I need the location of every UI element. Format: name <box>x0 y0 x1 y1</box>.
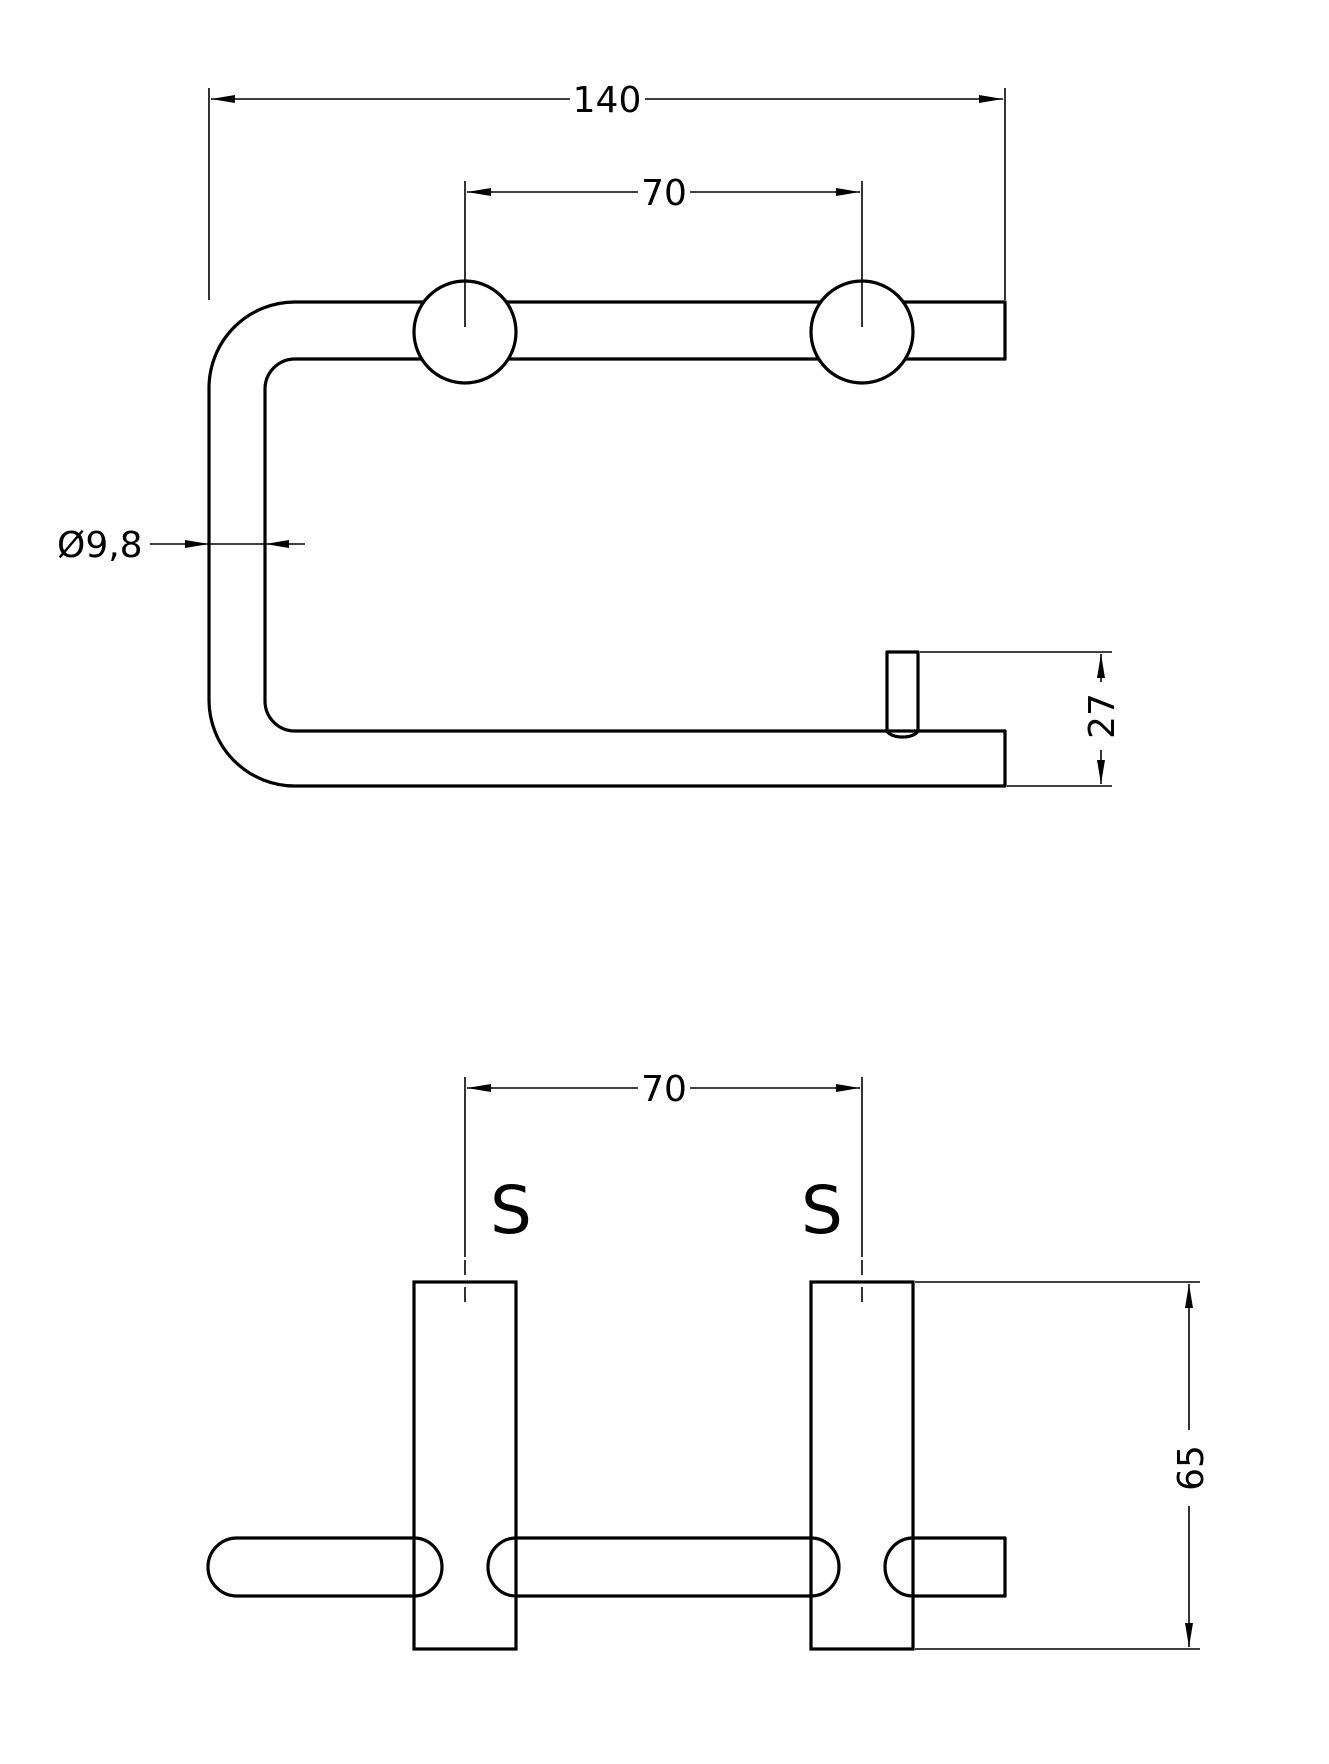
dimension-70-front-label: 70 <box>641 1069 687 1110</box>
wall-post-right-front <box>809 1280 915 1651</box>
wall-post-left-front <box>412 1280 518 1651</box>
dimension-overall-width: 140 <box>208 80 1006 300</box>
post-left-s-label: S <box>490 1172 532 1249</box>
end-stop-pin <box>885 650 920 739</box>
dimension-stop-height: 27 <box>920 651 1123 787</box>
dimension-post-spacing-front: 70 <box>464 1069 863 1257</box>
dimension-65-label: 65 <box>1171 1445 1212 1491</box>
rod-inner-contour <box>263 357 1007 733</box>
dimension-140-label: 140 <box>573 80 642 121</box>
rod-outer-contour <box>207 300 1007 788</box>
dimension-depth: 65 <box>915 1281 1212 1650</box>
dimension-post-spacing-top: 70 <box>464 173 863 327</box>
rod-left-end <box>206 1536 239 1598</box>
dimension-rod-diameter: Ø9,8 <box>57 525 305 566</box>
dimension-27-label: 27 <box>1082 693 1123 739</box>
front-view: S S 70 65 <box>206 1069 1212 1651</box>
dimension-diameter-label: Ø9,8 <box>57 525 143 566</box>
dimension-70-top-label: 70 <box>641 173 687 214</box>
top-view: 140 70 Ø9,8 27 <box>57 80 1123 788</box>
post-right-s-label: S <box>801 1172 843 1249</box>
